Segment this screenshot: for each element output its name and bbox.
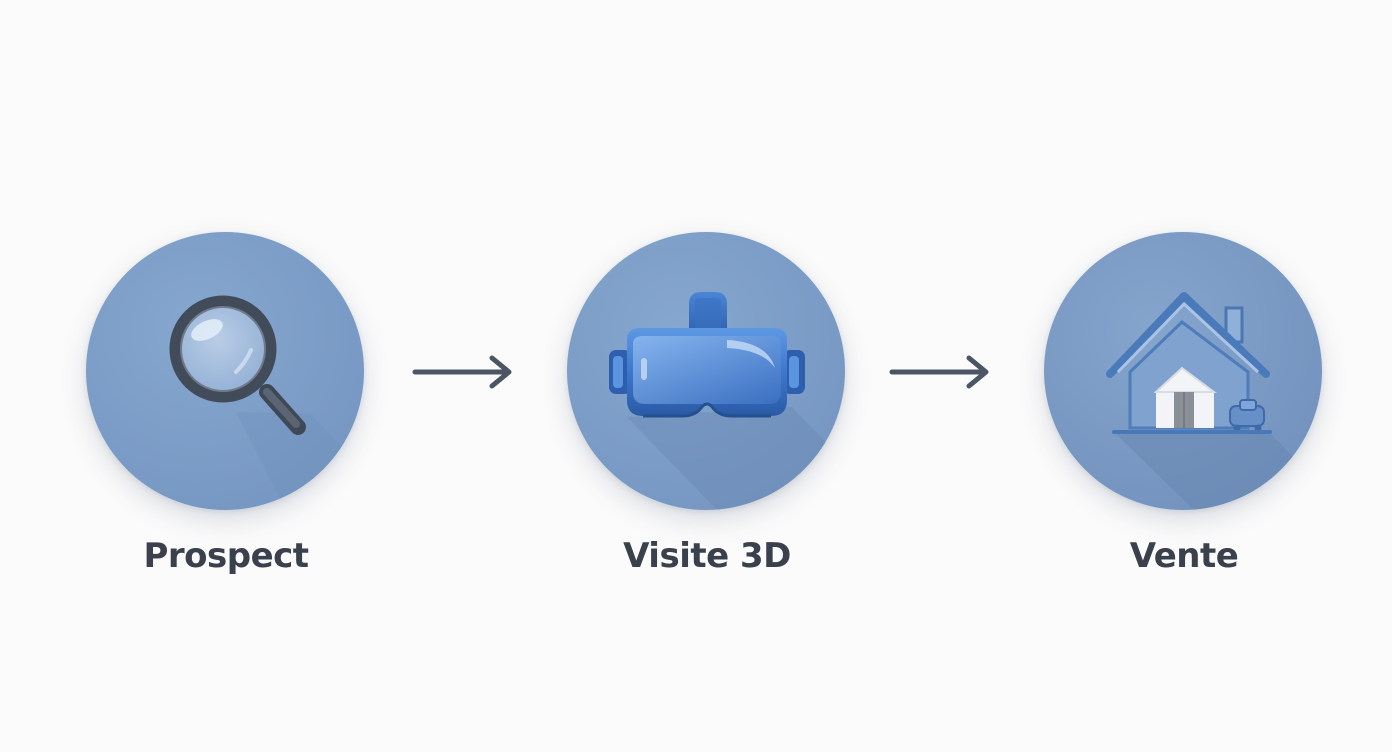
step-circle	[86, 232, 364, 510]
step-visite-3d: Visite 3D	[567, 232, 847, 592]
vr-headset-icon	[609, 292, 805, 418]
step-circle	[1044, 232, 1322, 510]
step-prospect: Prospect	[86, 232, 366, 592]
step-vente: Vente	[1044, 232, 1324, 592]
step-label: Prospect	[143, 536, 309, 576]
step-label: Vente	[1129, 536, 1239, 576]
arrow-right-icon	[412, 355, 512, 389]
arrow-right-icon	[889, 355, 989, 389]
step-circle	[567, 232, 845, 510]
house-icon	[1106, 292, 1272, 434]
step-label: Visite 3D	[623, 536, 791, 576]
magnifying-glass-icon	[169, 295, 306, 435]
